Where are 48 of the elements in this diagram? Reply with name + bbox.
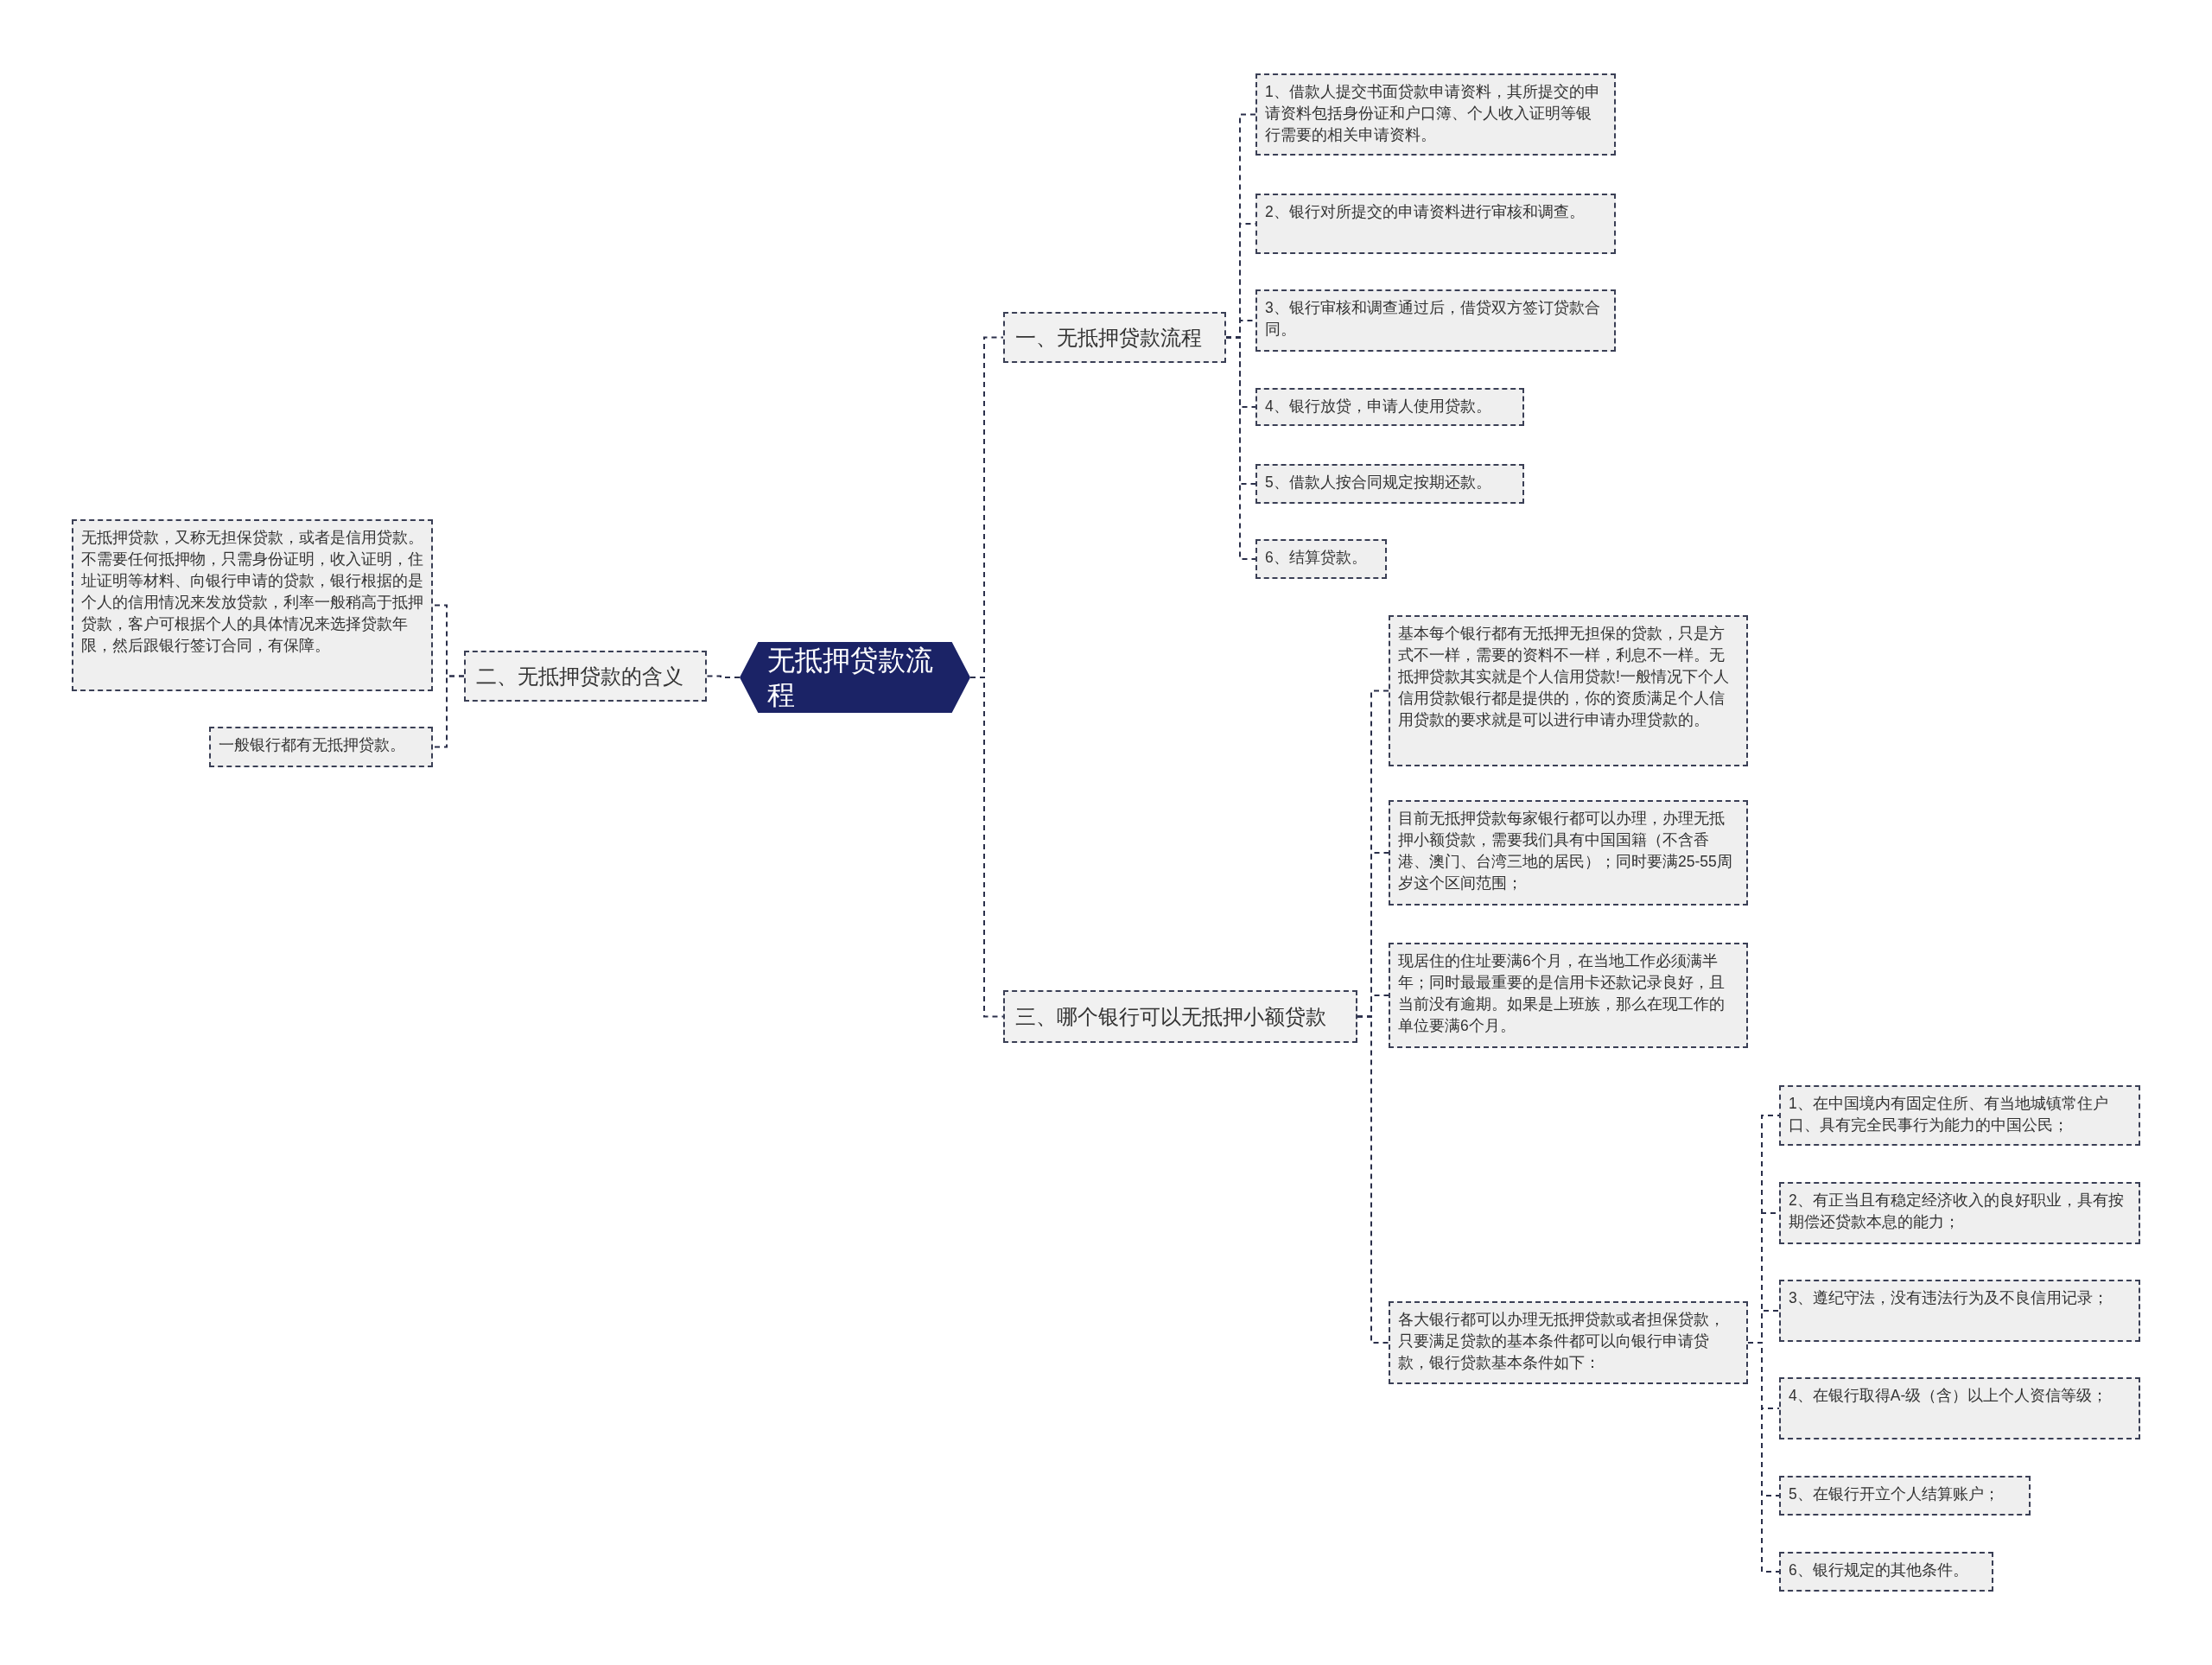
text-card xyxy=(1255,464,1524,504)
node-text: 无抵押贷款，又称无担保贷款，或者是信用贷款。不需要任何抵押物，只需身份证明，收入证明，住址证明等材料、向银行申请的贷款，银行根据的是个人的信用情况来发放贷款，利率一般稍高于抵押贷款，客户可根据个人的具体情况来选择贷款年限，然后跟银行签订合同，有保障。 xyxy=(81,528,423,656)
text-card xyxy=(1389,1301,1748,1384)
text-card xyxy=(1779,1280,2140,1342)
node-text: 5、借款人按合同规定按期还款。 xyxy=(1265,473,1491,493)
node-text: 4、在银行取得A-级（含）以上个人资信等级； xyxy=(1789,1386,2108,1406)
node-text: 一般银行都有无抵押贷款。 xyxy=(219,735,405,755)
text-card xyxy=(1779,1552,1993,1592)
node-text: 2、银行对所提交的申请资料进行审核和调查。 xyxy=(1265,202,1585,222)
text-card xyxy=(1255,388,1524,426)
branch-topic xyxy=(1003,990,1357,1043)
node-text: 二、无抵押贷款的含义 xyxy=(476,663,683,690)
node-text: 1、借款人提交书面贷款申请资料，其所提交的申请资料包括身份证和户口簿、个人收入证明等银行需要的相关申请资料。 xyxy=(1265,82,1601,145)
text-card xyxy=(1779,1085,2140,1146)
node-text: 3、遵纪守法，没有违法行为及不良信用记录； xyxy=(1789,1288,2108,1308)
branch-topic xyxy=(1003,312,1226,363)
text-card xyxy=(1389,943,1748,1048)
node-text: 6、银行规定的其他条件。 xyxy=(1789,1560,1968,1580)
text-card xyxy=(1389,615,1748,766)
text-card xyxy=(1255,73,1616,156)
connector-line xyxy=(706,675,741,678)
text-card xyxy=(1255,289,1616,352)
text-card xyxy=(72,519,433,691)
node-text: 4、银行放贷，申请人使用贷款。 xyxy=(1265,397,1491,416)
node-text: 5、在银行开立个人结算账户； xyxy=(1789,1484,1999,1504)
connector-line xyxy=(1225,336,1256,560)
branch-topic xyxy=(464,651,707,702)
text-card xyxy=(1255,194,1616,254)
connector-line xyxy=(432,675,465,748)
node-text: 基本每个银行都有无抵押无担保的贷款，只是方式不一样，需要的资料不一样，利息不一样。无抵押贷款其实就是个人信用贷款!一般情况下个人信用贷款银行都是提供的，你的资质满足个人信用贷款的要求就是可以进行申请办理贷款的。 xyxy=(1398,624,1730,730)
node-text: 3、银行审核和调查通过后，借贷双方签订贷款合同。 xyxy=(1265,298,1601,340)
text-card xyxy=(1779,1476,2031,1516)
node-text: 各大银行都可以办理无抵押贷款或者担保贷款，只要满足贷款的基本条件都可以向银行申请贷款，银行贷款基本条件如下： xyxy=(1398,1310,1726,1373)
node-text: 一、无抵押贷款流程 xyxy=(1015,324,1202,351)
node-text: 目前无抵押贷款每家银行都可以办理，办理无抵押小额贷款，需要我们具有中国国籍（不含香港、澳门、台湾三地的居民）；同时要满25-55周岁这个区间范围； xyxy=(1398,809,1733,893)
node-text: 2、有正当且有稳定经济收入的良好职业，具有按期偿还贷款本息的能力； xyxy=(1789,1191,2125,1232)
node-text: 1、在中国境内有固定住所、有当地城镇常住户口、具有完全民事行为能力的中国公民； xyxy=(1789,1094,2109,1135)
connector-line xyxy=(1747,1342,1780,1573)
node-text: 三、哪个银行可以无抵押小额贷款 xyxy=(1015,1003,1326,1030)
node-text: 6、结算贷款。 xyxy=(1265,548,1367,568)
text-card xyxy=(1255,539,1387,579)
connector-line xyxy=(1357,1015,1389,1344)
text-card xyxy=(1779,1377,2140,1439)
text-card xyxy=(1389,800,1748,906)
node-text: 现居住的住址要满6个月，在当地工作必须满半年；同时最最重要的是信用卡还款记录良好，且当前没有逾期。如果是上班族，那么在现工作的单位要满6个月。 xyxy=(1398,951,1726,1036)
node-text: 无抵押贷款流程 xyxy=(767,644,934,712)
text-card xyxy=(1779,1182,2140,1244)
text-card xyxy=(209,727,433,767)
